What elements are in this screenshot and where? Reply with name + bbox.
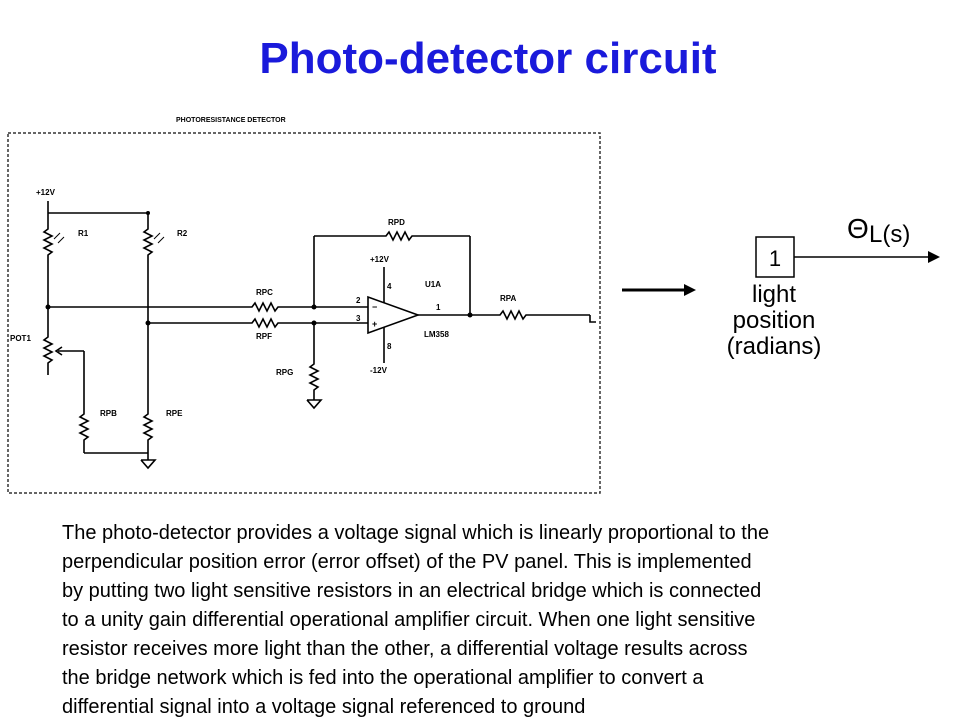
ground-symbol-bottom	[140, 459, 157, 470]
signal-label: L(s)	[869, 221, 910, 248]
rpd-resistor	[382, 230, 419, 242]
r2-resistor	[142, 225, 154, 263]
label-rpg: RPG	[276, 368, 293, 377]
label-vplus-op: +12V	[370, 255, 390, 264]
schematic-heading: PHOTORESISTANCE DETECTOR	[176, 117, 286, 124]
r1-resistor	[42, 225, 54, 263]
label-rpb: RPB	[100, 409, 117, 418]
op-amp-triangle	[367, 295, 421, 335]
op-amp-minus: −	[372, 302, 377, 312]
label-vminus-op: -12V	[370, 366, 388, 375]
label-pin2: 2	[356, 296, 361, 305]
output-port-arrow	[928, 251, 940, 263]
photoresistance-detector-schematic: PHOTORESISTANCE DETECTOR	[7, 117, 601, 494]
label-rpf: RPF	[256, 332, 272, 341]
label-rpe: RPE	[166, 409, 183, 418]
gain-value: 1	[769, 246, 781, 271]
label-r2: R2	[177, 229, 188, 238]
label-lm358: LM358	[424, 330, 449, 339]
rpc-resistor	[248, 301, 285, 313]
label-pin8: 8	[387, 342, 392, 351]
slide-title: Photo-detector circuit	[259, 34, 717, 83]
label-vplus-left: +12V	[36, 188, 56, 197]
label-u1a: U1A	[425, 280, 441, 289]
caption-line-1: light	[752, 281, 796, 308]
description-line-7: differential signal into a voltage signa…	[62, 696, 586, 718]
description-line-2: perpendicular position error (error offs…	[62, 551, 752, 573]
label-pin3: 3	[356, 314, 361, 323]
description-line-4: to a unity gain differential operational…	[62, 609, 756, 631]
description-line-1: The photo-detector provides a voltage si…	[62, 522, 770, 544]
description-line-5: resistor receives more light than the ot…	[62, 638, 748, 660]
description-paragraph: The photo-detector provides a voltage si…	[62, 519, 942, 722]
light-position-block: 1 Θ L(s) light position (radians)	[727, 213, 940, 360]
schematic-border	[7, 132, 601, 494]
description-line-3: by putting two light sensitive resistors…	[62, 580, 762, 602]
ground-symbol-rpg	[306, 399, 323, 410]
connector-arrow	[622, 284, 696, 296]
label-pin1: 1	[436, 303, 441, 312]
label-pin4: 4	[387, 282, 392, 291]
rpg-resistor	[308, 360, 320, 400]
gain-block	[755, 236, 795, 278]
label-r1: R1	[78, 229, 89, 238]
rpb-resistor	[78, 410, 90, 453]
description-line-6: the bridge network which is fed into the…	[62, 667, 704, 689]
label-rpa: RPA	[500, 294, 517, 303]
caption-line-2: position	[733, 307, 816, 334]
theta-symbol: Θ	[847, 213, 869, 244]
op-amp-plus: +	[372, 319, 377, 329]
caption-line-3: (radians)	[727, 333, 822, 360]
rpa-resistor	[496, 309, 533, 321]
pot1-resistor	[42, 333, 54, 375]
label-pot1: POT1	[10, 334, 31, 343]
rpf-resistor	[248, 317, 285, 329]
rpe-resistor	[142, 410, 154, 453]
label-rpc: RPC	[256, 288, 273, 297]
label-rpd: RPD	[388, 218, 405, 227]
